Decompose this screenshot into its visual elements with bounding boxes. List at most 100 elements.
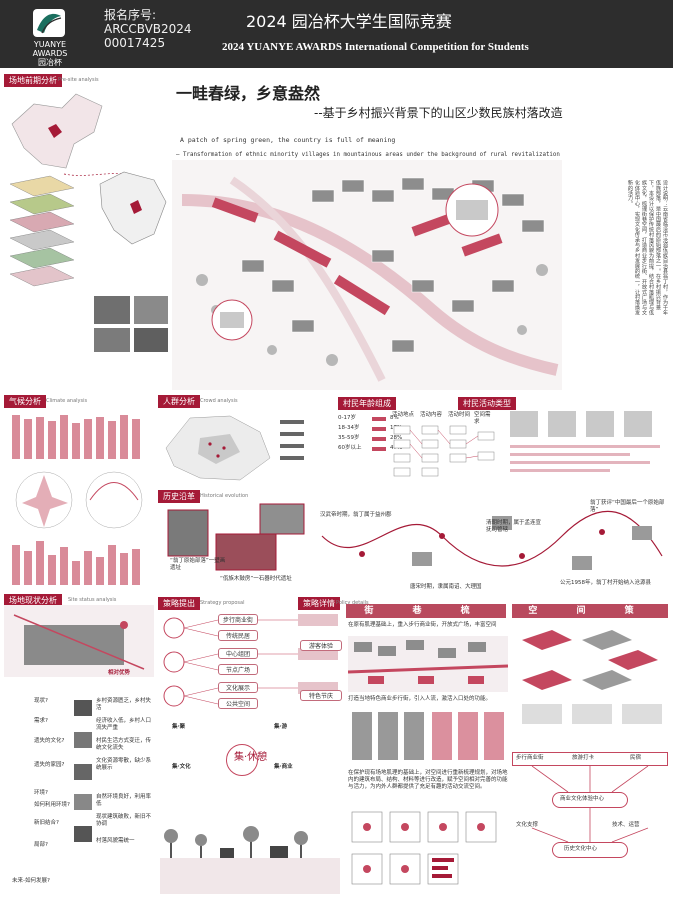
section-climate: 气候分析 [4,395,46,408]
logo-line-1: YUANYE [33,40,67,49]
age-row-0: 0-17岁 8% [338,415,408,425]
section-elevation [160,826,340,894]
culture-center-pill [552,792,628,808]
strategy-node-7: 特色节庆 [300,690,342,701]
age-pct: 8% [390,415,399,421]
street-note-1: 打造当地特色商业步行街，引入人流，激活入口处的功能。 [348,696,492,702]
section-crowd-en: Crowd analysis [200,398,238,404]
status-question: 遗失的文化? [34,738,65,744]
logo-mark-icon [33,9,65,37]
status-answer: 村民生活方式变迁，传统文化流失 [96,738,152,751]
center-label-commerce: 步行商业街 [516,755,544,761]
strategy-node-5: 公共空间 [218,698,258,709]
ancient-label: 相对优势 [108,670,131,676]
age-label: 35-59岁 [338,435,360,441]
section-status-en: Site status analysis [68,597,117,603]
strategy-center-circle [226,744,258,776]
status-question: 局部? [34,842,48,848]
poster-en-title-2: — Transformation of ethnic minority vill… [176,152,560,158]
center-label-homestay: 民宿 [630,755,642,761]
strategy-term-center: 集·休憩 [234,752,268,763]
status-question: 新旧结合? [34,820,59,826]
top-row [512,752,668,766]
center-label-culture: 商业文化体验中心 [560,796,605,802]
history-label-1: “翁丁原始部落”一壁画遗址 [170,558,226,571]
status-answer: 自然环境良好，利用率低 [96,794,152,807]
center-arrows [531,766,649,843]
street-diagram-2 [352,712,504,760]
status-question: 未来-如何发展? [12,878,50,884]
activity-network [393,425,495,477]
strategy-term: 集·商业 [274,764,293,770]
header-bar: YUANYE AWARDS 园冶杯 报名序号: ARCCBVB2024 0001… [0,0,673,68]
strategy-term: 集·游 [274,724,288,730]
history-note-0: 汉武帝时期，翁丁属于益州郡 [320,512,392,518]
history-note-1: 唐宋时期，隶属南诏、大理国 [410,584,482,590]
center-label-support: 文化支撑 [516,822,539,828]
section-activity: 村民活动类型 [458,397,516,410]
status-map [4,605,154,677]
design-description: 设计说明：云南省临沧市沧源佤族自治县翁丁村，作为千年佤族部落，是中国最后的原始部… [627,180,668,316]
reg-code-1: ARCCBVB2024 [104,22,192,36]
street-diagram-1 [348,636,508,692]
status-question: 环境? [34,790,48,796]
strategy-node-4: 文化展示 [218,682,258,693]
strategy-term: 集·聚 [172,724,186,730]
status-answer: 文化资源零散，缺少系统展示 [96,758,152,771]
history-images [167,503,305,571]
history-label-2: “佤族木鼓房”一石器时代遗址 [220,576,292,582]
reg-code-2: 00017425 [104,36,166,50]
strategy-node-2: 中心组团 [218,648,258,659]
activity-col-1: 活动内容 [420,412,443,418]
strategy-term: 集·文化 [172,764,191,770]
status-question: 现状? [34,698,48,704]
street-note-2: 在保护现有场地肌理的基础上，对空间进行重新梳理规划，对场地内的建筑布局、结构、材… [348,770,508,790]
status-question: 需求? [34,718,48,724]
poster-sub-title: --基于乡村振兴背景下的山区少数民族村落改造 [314,106,563,120]
strategy-node-3: 节点广场 [218,664,258,675]
section-history: 历史沿革 [158,490,200,503]
status-question: 如何利用环境? [34,802,70,808]
climate-charts [12,415,143,585]
activity-bars [510,411,660,472]
center-label-history: 历史文化中心 [564,846,598,852]
section-crowd: 人群分析 [158,395,200,408]
yuanye-logo: YUANYE AWARDS 园冶杯 [12,8,88,67]
status-answer: 村落风貌需统一 [96,838,135,844]
age-label: 0-17岁 [338,415,356,421]
crowd-map [165,415,304,481]
competition-title-cn: 2024 园冶杯大学生国际竞赛 [246,12,452,31]
section-history-en: Historical evolution [200,493,249,499]
space-header: 空 间 策 略 [512,604,668,630]
activity-col-0: 活动地点 [392,412,415,418]
street-header: 街 巷 梳 理 [346,604,506,630]
section-status: 场地现状分析 [4,594,62,607]
section-site-analysis: 场地前期分析 [4,74,62,87]
logo-text: YUANYE AWARDS 园冶杯 [12,40,88,67]
strategy-node-0: 步行商业街 [218,614,258,625]
section-policy: 策略详情 [298,597,340,610]
strategy-terms: 集·聚 集·游 集·文化 集·商业 集·休憩 [164,724,340,834]
age-label: 60岁以上 [338,445,362,451]
history-note-3: 公元1958年，翁丁村开始纳入沧源县 [560,580,651,586]
section-climate-en: Climate analysis [46,398,88,404]
history-center-pill [552,842,628,858]
activity-col-3: 空间需求 [474,412,491,425]
space-diagrams [522,630,662,724]
site-analysis-maps [9,93,168,352]
history-timeline [321,510,663,570]
status-answer: 乡村资源匮乏，乡村失活 [96,698,152,711]
street-diagram-3 [351,811,497,885]
status-answer: 经济收入低，乡村人口流失严重 [96,718,152,731]
history-note-2: 清朝时期，属于孟连宣抚司管辖 [486,520,542,533]
section-strategy-en: Strategy proposal [200,600,245,606]
street-note-0: 在原有肌理基础上，重入步行商业街，开放式广场，丰富空间 [348,622,497,628]
center-label-tech: 技术、运营 [612,822,640,828]
poster-en-title-1: A patch of spring green, the country is … [180,136,396,144]
history-note-4: 翁丁获评“中国最后一个原始部落” [590,500,665,513]
age-label: 18-34岁 [338,425,360,431]
culture-center-diagram: 步行商业街 旅游打卡 民宿 商业文化体验中心 文化支撑 技术、运营 历史文化中心 [512,742,668,892]
activity-col-2: 活动时间 [448,412,471,418]
age-pct: 28% [390,435,403,441]
section-strategy: 策略提出 [158,597,200,610]
